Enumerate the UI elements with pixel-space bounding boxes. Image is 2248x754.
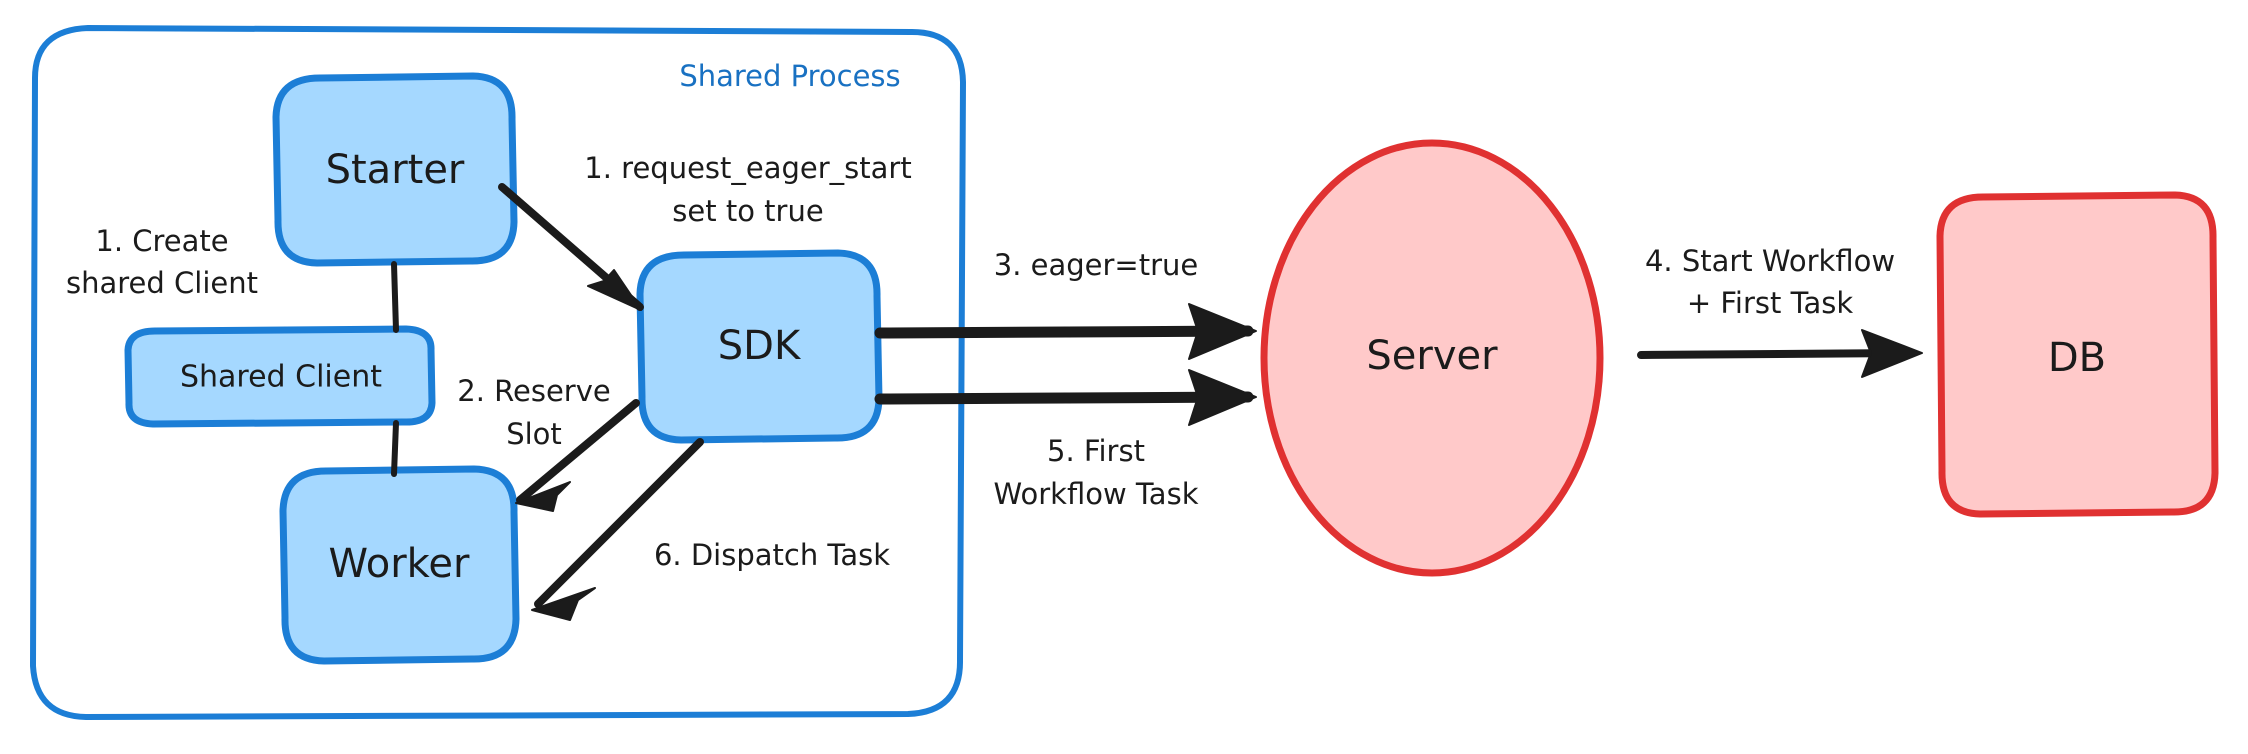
starter-shape [272,72,518,267]
node-shared-client[interactable]: Shared Client [124,325,436,428]
edge-dispatch-task-label-line1: 6. Dispatch Task [654,538,890,572]
edge-start-workflow: 4. Start Workflow + First Task [1637,244,1923,378]
edge-reserve-slot-line [516,399,640,504]
edge-create-shared-client: 1. Create shared Client [66,224,399,477]
edge-request-eager-start-label-line1: 1. request_eager_start [584,151,911,185]
edge-first-workflow-task-line [874,391,1254,405]
edge-start-workflow-arrowhead [1861,329,1923,378]
sdk-label: SDK [718,323,802,369]
edge-eager-true-line [874,325,1254,339]
edge-reserve-slot-label-line2: Slot [506,417,562,451]
edge-dispatch-task: 6. Dispatch Task [531,438,890,621]
edge-first-workflow-task-label-line1: 5. First [1047,434,1145,468]
edge-request-eager-start: 1. request_eager_start set to true [498,151,912,311]
group-shared-process[interactable]: Shared Process [30,25,966,720]
server-shape [1260,139,1604,577]
shared-process-label: Shared Process [679,59,900,93]
edge-create-shared-client-line-bottom [391,420,399,477]
server-label: Server [1366,333,1498,379]
edge-eager-true-arrowhead [1188,303,1257,360]
edge-first-workflow-task-label-line2: Workflow Task [994,477,1199,511]
node-worker[interactable]: Worker [279,465,520,665]
worker-shape [279,465,520,665]
db-label: DB [2048,335,2106,381]
edge-create-shared-client-label-line2: shared Client [66,266,258,300]
db-shape [1936,191,2219,518]
node-starter[interactable]: Starter [272,72,518,267]
edge-first-workflow-task-arrowhead [1188,369,1257,426]
edge-start-workflow-line [1637,349,1916,359]
edge-dispatch-task-arrowhead [531,587,596,621]
node-sdk[interactable]: SDK [636,249,883,444]
edge-eager-true-label-line1: 3. eager=true [994,248,1199,282]
edge-first-workflow-task: 5. First Workflow Task [874,369,1257,511]
node-db[interactable]: DB [1936,191,2219,518]
edge-reserve-slot-label-line1: 2. Reserve [457,374,610,408]
shared-process-border [30,25,966,720]
shared-client-shape [124,325,436,428]
edge-start-workflow-label-line1: 4. Start Workflow [1645,244,1895,278]
edge-dispatch-task-line [534,438,704,608]
edge-reserve-slot: 2. Reserve Slot [457,374,640,512]
edge-request-eager-start-label-line2: set to true [672,194,823,228]
edge-reserve-slot-arrowhead [515,481,571,512]
starter-label: Starter [326,147,465,193]
node-server[interactable]: Server [1260,139,1604,577]
edge-create-shared-client-line-top [391,261,399,333]
sdk-shape [636,249,883,444]
edge-start-workflow-label-line2: + First Task [1687,286,1854,320]
edge-request-eager-start-arrowhead [587,269,642,311]
edge-create-shared-client-label-line1: 1. Create [95,224,228,258]
worker-label: Worker [329,541,470,587]
edge-eager-true: 3. eager=true [874,248,1257,360]
shared-client-label: Shared Client [180,360,382,395]
